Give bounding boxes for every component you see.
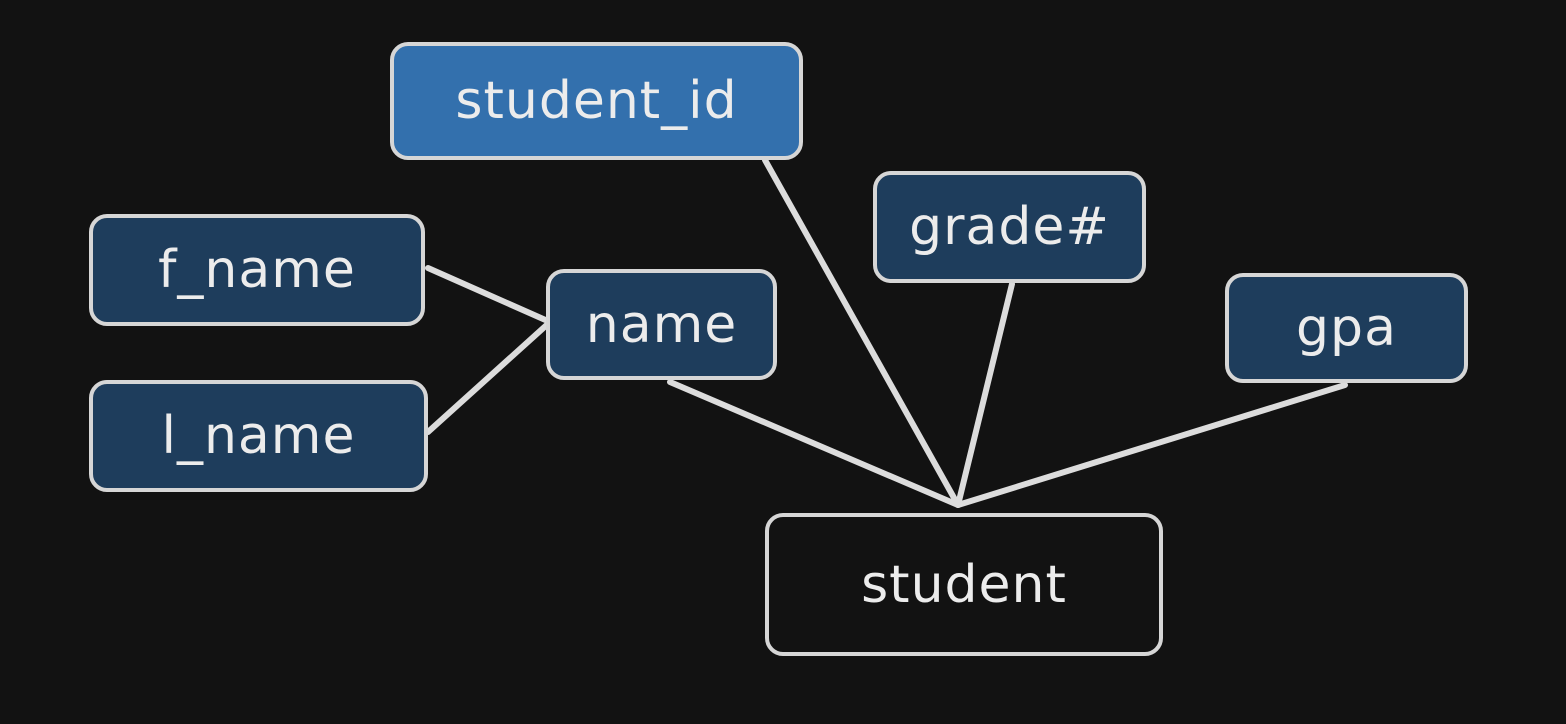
attribute-label: l_name bbox=[161, 406, 356, 466]
attribute-label: f_name bbox=[158, 240, 356, 300]
link-name-student bbox=[667, 379, 961, 508]
attribute-label: grade# bbox=[909, 197, 1110, 257]
link-l_name-name bbox=[425, 319, 553, 435]
entity-label: student bbox=[861, 554, 1067, 615]
link-student_id-student bbox=[762, 157, 961, 508]
entity-student[interactable]: student bbox=[765, 513, 1163, 656]
attribute-label: gpa bbox=[1296, 298, 1397, 358]
attribute-grade[interactable]: grade# bbox=[873, 171, 1146, 283]
attribute-l_name[interactable]: l_name bbox=[89, 380, 428, 492]
attribute-gpa[interactable]: gpa bbox=[1225, 273, 1468, 383]
link-gpa-student bbox=[955, 382, 1348, 508]
attribute-name[interactable]: name bbox=[546, 269, 777, 380]
attribute-label: name bbox=[585, 294, 738, 355]
attribute-f_name[interactable]: f_name bbox=[89, 214, 425, 326]
link-grade-student bbox=[955, 281, 1015, 508]
key-attribute-student_id[interactable]: student_id bbox=[390, 42, 803, 160]
link-f_name-name bbox=[425, 265, 553, 325]
key-attribute-label: student_id bbox=[455, 71, 738, 131]
